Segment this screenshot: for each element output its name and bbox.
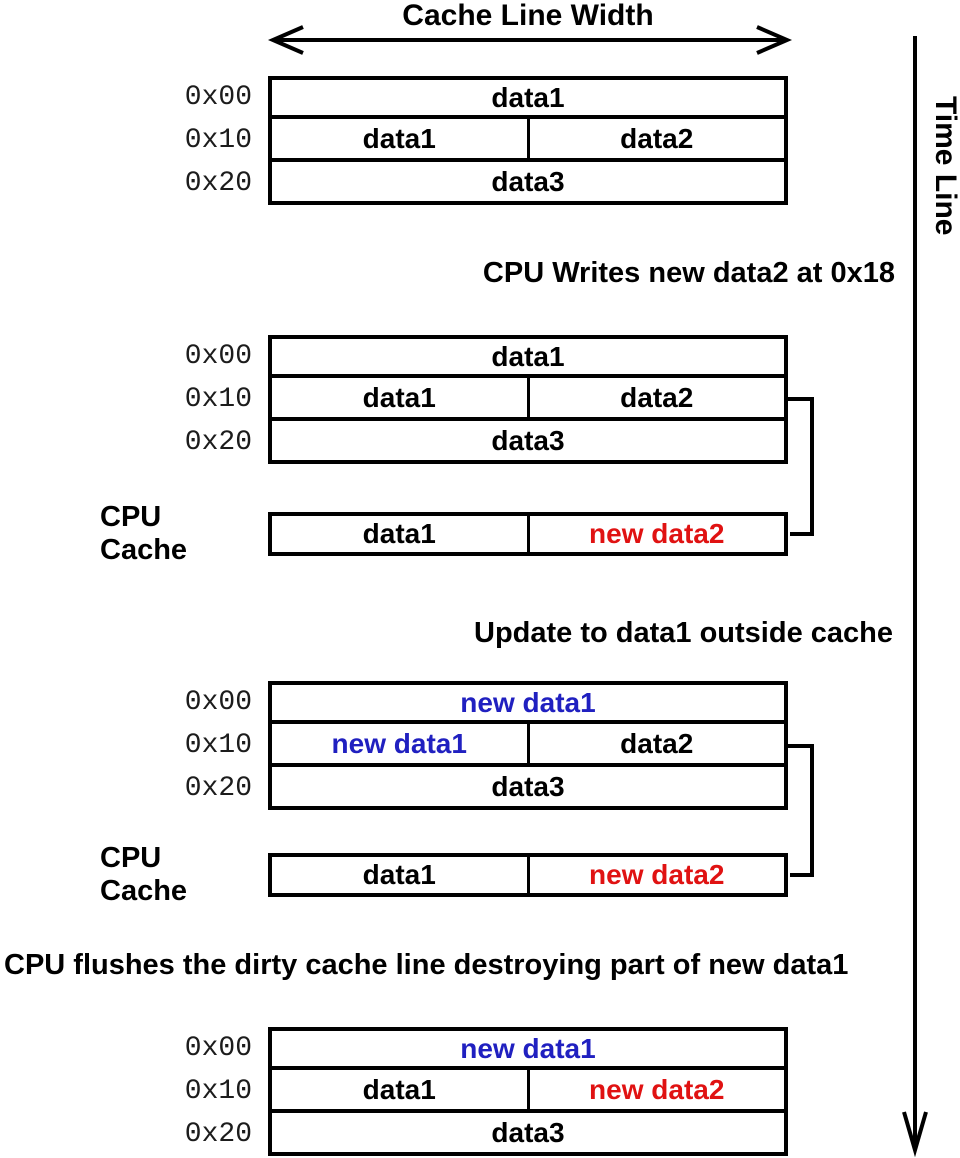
- memory-row-0x00: 0x00 new data1: [100, 1027, 788, 1070]
- memory-row-0x20: 0x20 data3: [100, 767, 788, 810]
- memory-row-0x20: 0x20 data3: [100, 162, 788, 205]
- address-label: 0x20: [184, 427, 252, 458]
- memory-cell: data1: [362, 381, 436, 413]
- memory-cell: data1: [491, 81, 565, 113]
- cache-line: CPU Cache data1 new data2: [100, 842, 788, 907]
- memory-cell: data3: [491, 424, 565, 456]
- memory-row-0x10: 0x10 data1 data2: [100, 119, 788, 162]
- memory-cell: data1: [362, 1073, 436, 1105]
- address-label: 0x10: [184, 1076, 252, 1107]
- memory-table-initial: 0x00 data1 0x10 data1 data2 0x20 data3: [100, 76, 788, 205]
- address-label: 0x10: [184, 125, 252, 156]
- memory-cell: data1: [362, 122, 436, 154]
- writeback-bracket-2: [788, 744, 814, 877]
- memory-row-0x10: 0x10 data1 data2: [100, 378, 788, 421]
- memory-cell: data3: [491, 165, 565, 197]
- cache-cell: new data2: [526, 516, 785, 552]
- memory-cell: new data1: [460, 686, 596, 718]
- memory-cell: data2: [526, 724, 785, 763]
- address-label: 0x00: [184, 341, 252, 372]
- address-label: 0x00: [184, 687, 252, 718]
- memory-row-0x00: 0x00 data1: [100, 335, 788, 378]
- cache-line-width-title: Cache Line Width: [402, 0, 654, 32]
- memory-cell: data2: [526, 119, 785, 158]
- memory-cell: data2: [526, 378, 785, 417]
- cpu-cache-row-2: CPU Cache data1 new data2: [100, 842, 788, 907]
- address-label: 0x00: [184, 1033, 252, 1064]
- writeback-bracket-1: [788, 397, 814, 536]
- memory-table-after-write: 0x00 data1 0x10 data1 data2 0x20 data3: [100, 335, 788, 464]
- cache-cell: new data2: [526, 857, 785, 893]
- address-label: 0x00: [184, 82, 252, 113]
- memory-row-0x20: 0x20 data3: [100, 1113, 788, 1156]
- address-label: 0x20: [184, 1119, 252, 1150]
- annotation-cpu-flushes: CPU flushes the dirty cache line destroy…: [4, 949, 849, 981]
- memory-cell: new data1: [460, 1032, 596, 1064]
- address-label: 0x10: [184, 384, 252, 415]
- memory-cell: data3: [491, 1116, 565, 1148]
- memory-cell: data3: [491, 770, 565, 802]
- cpu-cache-label: CPU Cache: [100, 501, 188, 566]
- memory-row-0x10: 0x10 data1 new data2: [100, 1070, 788, 1113]
- cache-cell: data1: [362, 518, 436, 549]
- memory-cell: data1: [491, 340, 565, 372]
- memory-row-0x00: 0x00 new data1: [100, 681, 788, 724]
- address-label: 0x20: [184, 168, 252, 199]
- memory-row-0x00: 0x00 data1: [100, 76, 788, 119]
- memory-table-after-update: 0x00 new data1 0x10 new data1 data2 0x20…: [100, 681, 788, 810]
- memory-cell: new data1: [331, 727, 467, 759]
- cache-cell: data1: [362, 859, 436, 890]
- memory-row-0x20: 0x20 data3: [100, 421, 788, 464]
- memory-row-0x10: 0x10 new data1 data2: [100, 724, 788, 767]
- annotation-update-outside-cache: Update to data1 outside cache: [474, 617, 893, 649]
- address-label: 0x20: [184, 773, 252, 804]
- address-label: 0x10: [184, 730, 252, 761]
- cpu-cache-row-1: CPU Cache data1 new data2: [100, 501, 788, 566]
- time-line-arrow-icon: [902, 36, 928, 1158]
- annotation-cpu-writes: CPU Writes new data2 at 0x18: [482, 257, 895, 289]
- cache-line: CPU Cache data1 new data2: [100, 501, 788, 566]
- time-line-label: Time Line: [929, 96, 960, 236]
- memory-table-after-flush: 0x00 new data1 0x10 data1 new data2 0x20…: [100, 1027, 788, 1156]
- cpu-cache-label: CPU Cache: [100, 842, 188, 907]
- memory-cell: new data2: [526, 1070, 785, 1109]
